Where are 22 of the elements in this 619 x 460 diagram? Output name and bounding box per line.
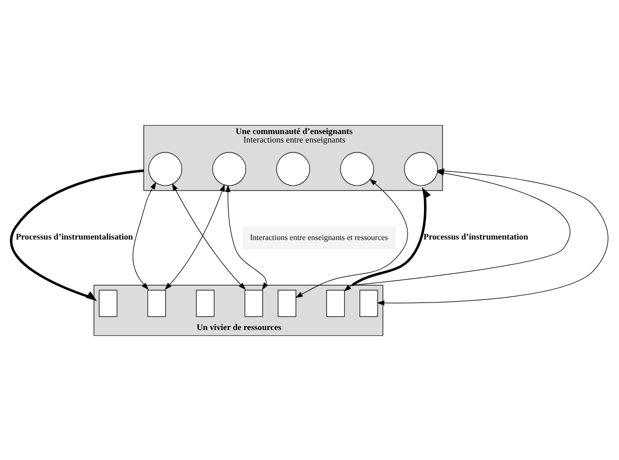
node-circle — [276, 152, 310, 186]
node-circle — [340, 152, 374, 186]
edge-label: Processus d’instrumentalisation — [16, 231, 133, 242]
arrow — [10, 168, 144, 301]
arrow — [172, 182, 246, 290]
node-box — [196, 289, 214, 316]
node-box — [244, 289, 264, 316]
arrow — [344, 170, 570, 291]
arrow — [352, 186, 431, 286]
node-box — [360, 289, 378, 316]
node-circle — [404, 152, 438, 186]
node-circle — [148, 152, 182, 186]
node-box — [147, 289, 166, 316]
node-box — [278, 289, 296, 316]
node-circle — [212, 152, 246, 186]
edge-label: Processus d’instrumentation — [423, 231, 528, 242]
node-box — [98, 289, 118, 316]
node-box — [326, 289, 345, 316]
arrow — [225, 184, 268, 290]
arrow — [164, 184, 225, 290]
arrow — [132, 181, 156, 290]
arrow — [295, 178, 408, 298]
